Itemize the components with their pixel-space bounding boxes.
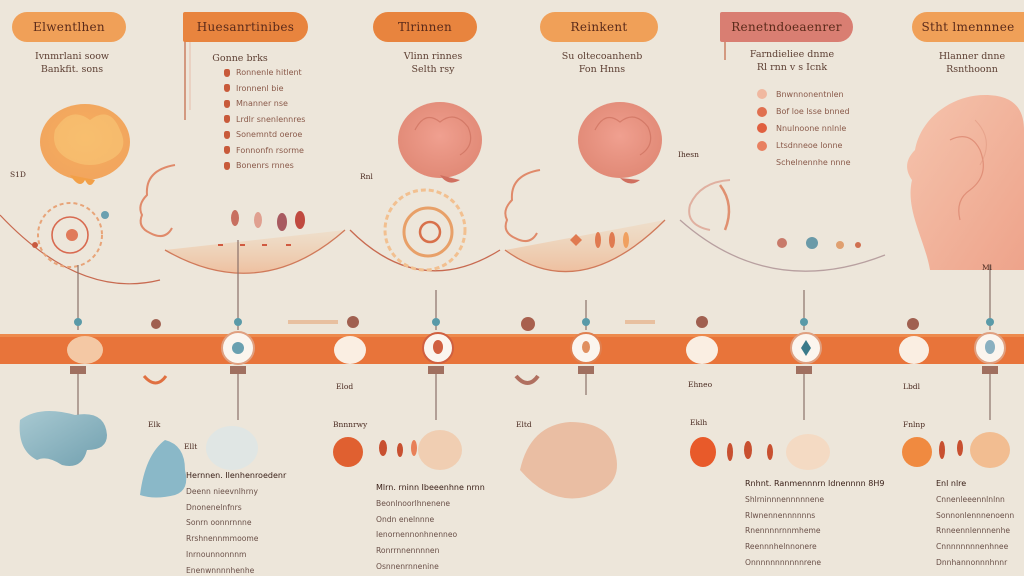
drop-icon [224,161,230,170]
list-item: Bnwnnonentnlen [776,90,844,99]
brain-illustration-1 [40,104,130,185]
lower-label-2: Bnnnrwy [333,420,368,429]
subtitle-2: Gonne brks [212,53,268,64]
header-pill-1: Elwentlhen [12,12,126,42]
list-item: Ironnenl bie [224,81,305,97]
lower-label-4: Ellt [184,442,198,451]
lower-label-3: Eltd [516,420,532,429]
timeline-bottom-tabs [70,366,998,385]
station-label-1: Elod [336,382,354,391]
drop-icon [224,99,230,108]
list-bullets-right [757,89,767,151]
list-item: Ltsdnneoe lonne [776,141,843,150]
header-pill-4: Reinkent [540,12,658,42]
brain-illustration-3 [578,102,662,184]
station-label-4: Eklh [690,418,708,427]
lower-illustrations [19,411,1010,499]
lower-stems [77,374,991,420]
brain-illustration-2 [398,102,482,183]
stage-2-list: Ronnenle hitlent Ironnenl bie Mnanner ns… [224,65,305,174]
list-item: Fonnonfn rsorme [224,143,305,159]
header-pill-6: Stht lmennnee [912,12,1024,42]
lower-label-1: Elk [148,420,161,429]
ring-diagram-2 [383,188,467,272]
bowl-organ-icons [218,210,861,249]
lower-label-5: Fnlnp [903,420,926,429]
description-block-1: Hernnen. Ilenhenroedenr Deenn nieevnlhrn… [186,471,287,575]
description-block-4: Enl nlre Cnnenleeennlnlnn Sonnonlennneno… [936,479,1015,567]
station-label-2: Ehneo [688,380,713,389]
small-label-2: Ihesn [678,150,699,159]
header-pill-5: Renetndoeaenrer [720,12,853,42]
small-label-4: Ml [982,263,993,272]
timeline-top-markers [74,316,994,331]
list-item: Sonemntd oeroe [224,127,305,143]
drop-icon [224,146,230,155]
small-head-outlines [139,164,731,243]
list-item: Nnulnoone nnlnle [776,124,847,133]
drop-icon [224,68,230,77]
list-item: Bonenrs rnnes [224,158,305,174]
stage-5-list: Bnwnnonentnlen Bof loe lsse bnned Nnulno… [776,86,851,171]
lower-organ-rows [333,437,963,467]
list-item: Mnanner nse [224,96,305,112]
description-block-3: Rnhnt. Ranmennnrn Idnennnn 8H9 Shlrninnn… [745,479,885,567]
description-block-2: Mlrn. rninn Ibeeenhne nrnn Beonlnoorlhne… [376,483,485,571]
drop-icon [224,84,230,93]
timeline-bar [0,334,1024,364]
head-profile-illustration [907,95,1024,270]
list-item: Schelnennhe nnne [776,158,851,167]
station-label-3: Lbdl [903,382,920,391]
header-pill-3: Tlrinnen [373,12,477,42]
drop-icon [224,115,230,124]
ring-diagram-1 [32,202,109,268]
header-pill-2: Huesanrtinibes [183,12,308,42]
list-item: Lrdlr snenlennres [224,112,305,128]
small-label-1: S1D [10,170,26,179]
timeline-nodes [67,331,1006,365]
list-item: Bof loe lsse bnned [776,107,850,116]
list-item: Ronnenle hitlent [224,65,305,81]
drop-icon [224,130,230,139]
small-label-3: Rnl [360,172,373,181]
